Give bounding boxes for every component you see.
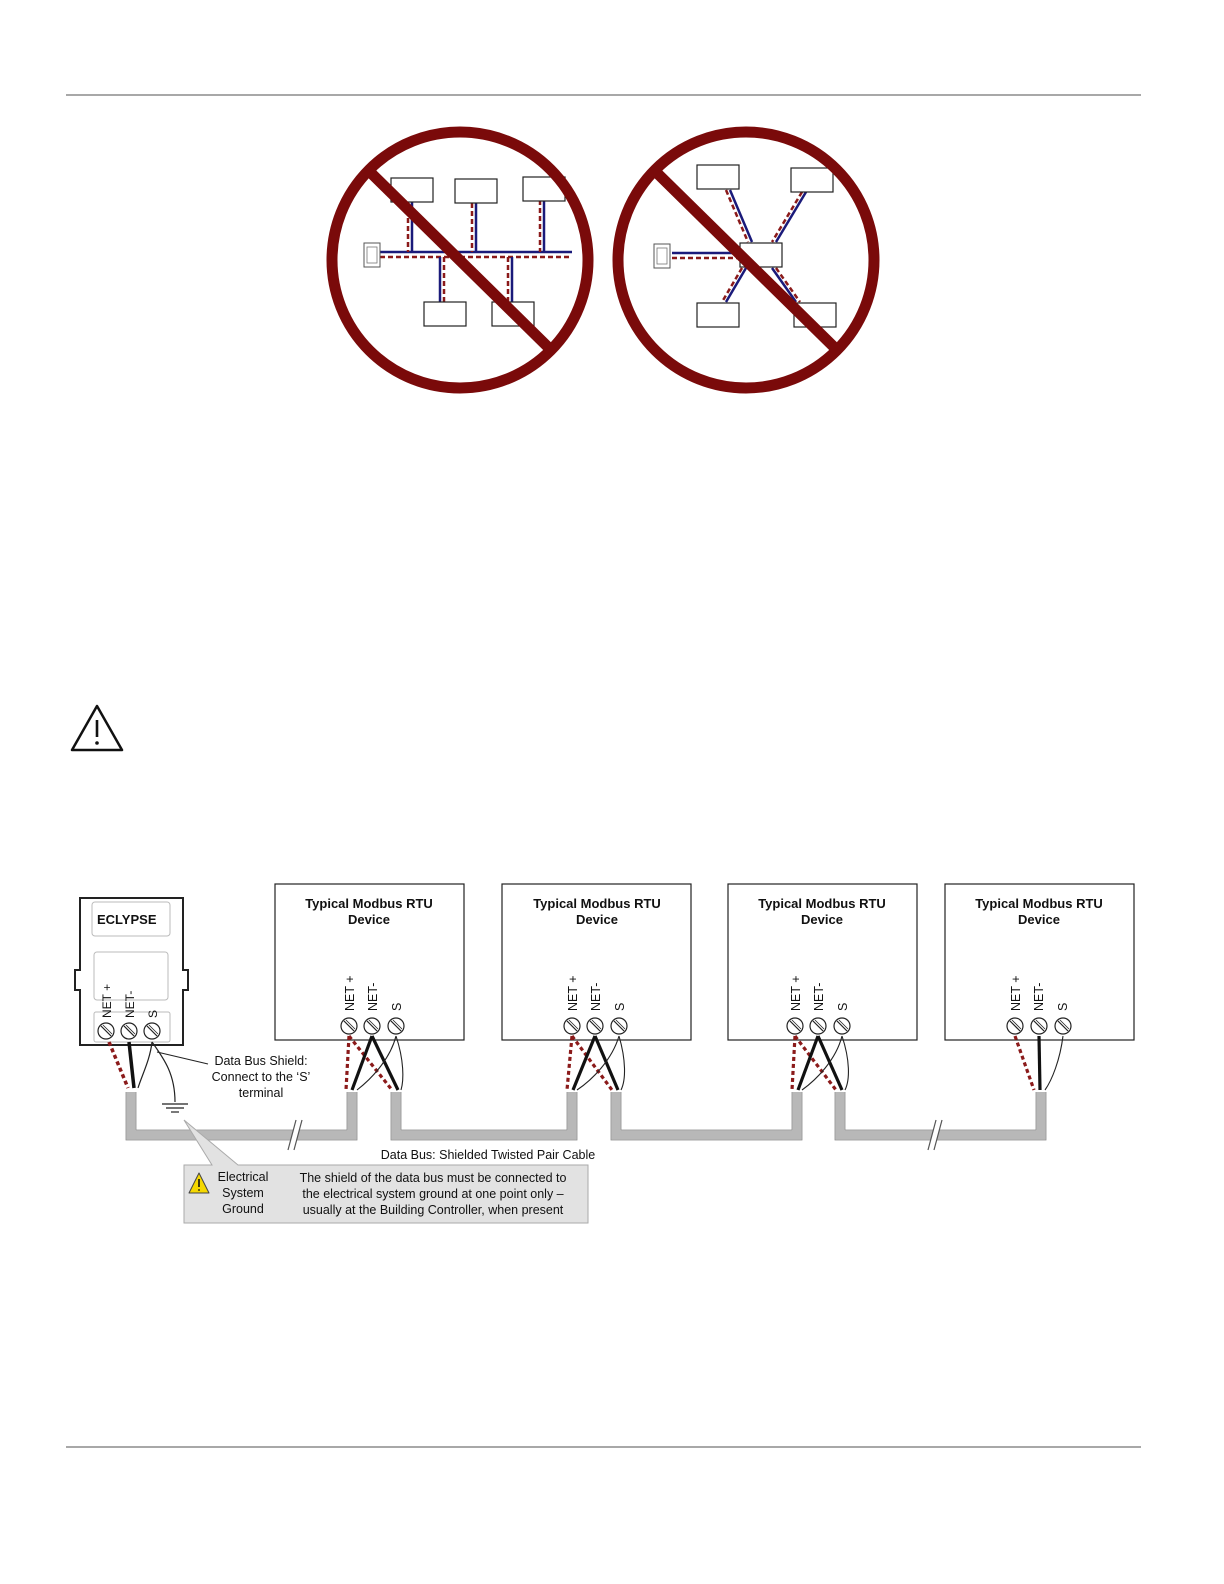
screw-terminal-icon [809,1017,827,1035]
screw-terminal-icon [786,1017,804,1035]
ground-note-line: usually at the Building Controller, when… [303,1203,564,1217]
device-title: Device [576,912,618,927]
terminal-label-shield: S [1056,1003,1070,1011]
ground-symbol-icon [162,1103,188,1113]
screw-terminal-icon [563,1017,581,1035]
cable-label: Data Bus: Shielded Twisted Pair Cable [381,1148,596,1162]
modbus-device-3: Typical Modbus RTU Device NET + NET- S [727,883,918,1041]
footer-rule [66,1446,1141,1448]
device-title: Typical Modbus RTU [975,896,1103,911]
screw-terminal-icon [340,1017,358,1035]
controller-icon [653,243,671,269]
terminal-label-net-plus: NET + [100,984,114,1018]
screw-terminal-icon [387,1017,405,1035]
tree-bus-wiring [380,200,572,302]
ground-callout: Electrical System Ground The shield of t… [183,1119,589,1224]
prohibited-star-topology [612,126,880,394]
prohibition-sign-icon [326,126,594,394]
shield-note-line: Data Bus Shield: [214,1054,307,1068]
terminal-label-shield: S [146,1010,160,1018]
device-title: Typical Modbus RTU [305,896,433,911]
terminal-label-net-plus: NET + [789,975,803,1011]
eclypse-controller: ECLYPSE NET + NET- S [74,897,189,1046]
device-title: Device [348,912,390,927]
ground-label: Electrical [218,1170,269,1184]
header-rule [66,94,1141,96]
cable-break-mark [287,1119,943,1151]
shield-note-line: Connect to the ‘S’ [212,1070,311,1084]
screw-terminal-icon [363,1017,381,1035]
shielded-cable [126,1092,1046,1140]
ground-label: System [222,1186,264,1200]
screw-terminal-icon [97,1022,115,1040]
device-title: Typical Modbus RTU [533,896,661,911]
cable-edges [125,1092,1047,1141]
device-wires [344,1035,1064,1091]
terminal-label-net-minus: NET- [812,983,826,1011]
terminal-label-net-minus: NET- [123,991,137,1018]
terminal-label-net-minus: NET- [589,983,603,1011]
warning-triangle-icon [70,704,124,752]
daisy-chain-wiring-diagram: ECLYPSE NET + NET- S Data Bus Shield: Co… [74,883,1135,1224]
star-bus-wiring [672,189,808,303]
star-device-boxes [696,164,837,328]
terminal-label-net-minus: NET- [1032,983,1046,1011]
screw-terminal-icon [120,1022,138,1040]
ground-note-line: the electrical system ground at one poin… [302,1187,563,1201]
terminal-label-shield: S [390,1003,404,1011]
terminal-label-shield: S [613,1003,627,1011]
warning-triangle-icon [188,1172,210,1194]
shield-note-line: terminal [239,1086,283,1100]
device-title: Typical Modbus RTU [758,896,886,911]
device-title: Device [801,912,843,927]
terminal-label-net-plus: NET + [1009,975,1023,1011]
prohibition-sign-icon [612,126,880,394]
modbus-device-1: Typical Modbus RTU Device NET + NET- S [274,883,465,1041]
terminal-label-net-plus: NET + [343,975,357,1011]
shield-note: Data Bus Shield: Connect to the ‘S’ term… [212,1054,311,1100]
controller-icon [363,242,381,268]
screw-terminal-icon [143,1022,161,1040]
screw-terminal-icon [1054,1017,1072,1035]
screw-terminal-icon [586,1017,604,1035]
modbus-device-2: Typical Modbus RTU Device NET + NET- S [501,883,692,1041]
screw-terminal-icon [1030,1017,1048,1035]
modbus-device-4: Typical Modbus RTU Device NET + NET- S [944,883,1135,1041]
prohibited-tree-topology [326,126,594,394]
ground-label: Ground [222,1202,264,1216]
shield-note-leader [156,1051,209,1065]
screw-terminal-icon [610,1017,628,1035]
ground-note-line: The shield of the data bus must be conne… [300,1171,567,1185]
terminal-label-net-plus: NET + [566,975,580,1011]
controller-label: ECLYPSE [97,912,157,927]
screw-terminal-icon [1006,1017,1024,1035]
terminal-label-net-minus: NET- [366,983,380,1011]
device-title: Device [1018,912,1060,927]
terminal-label-shield: S [836,1003,850,1011]
controller-wires [107,1041,176,1103]
screw-terminal-icon [833,1017,851,1035]
